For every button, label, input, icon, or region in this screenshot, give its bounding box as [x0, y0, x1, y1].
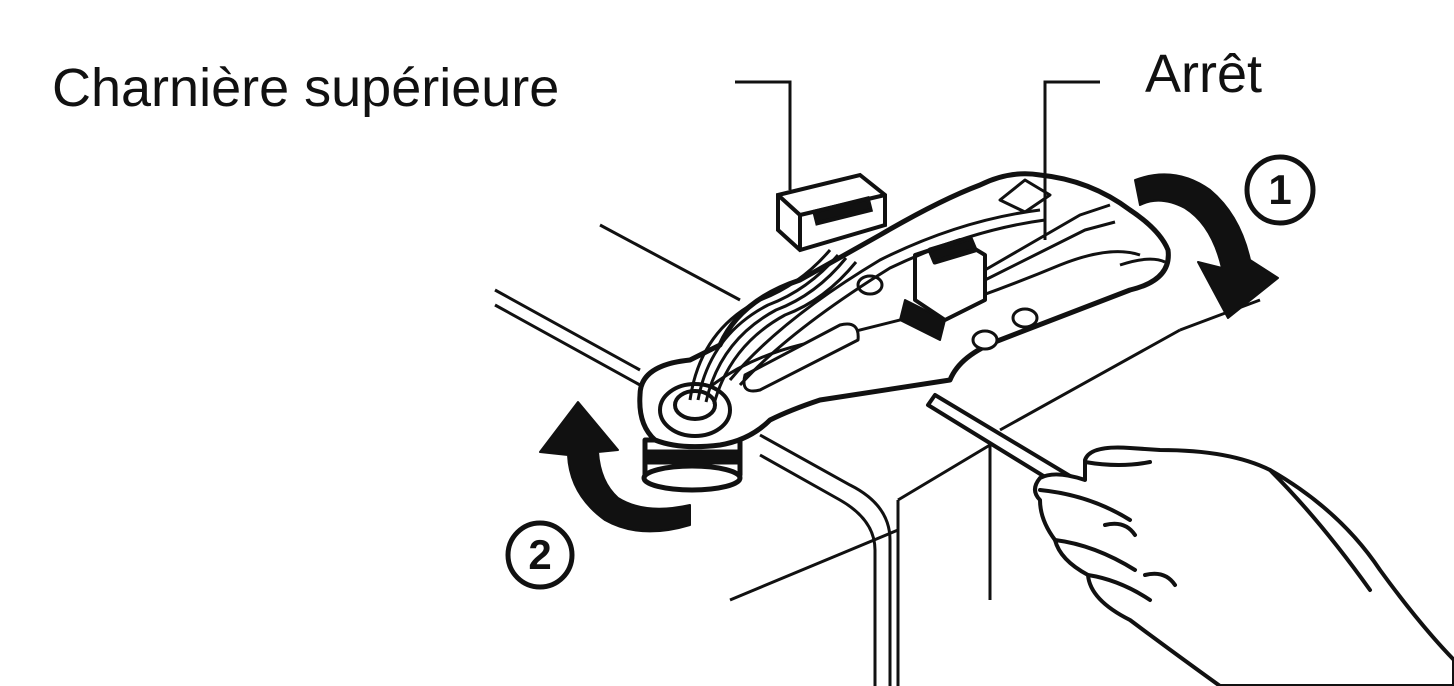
stop-label: Arrêt [1145, 44, 1262, 104]
wire-harness [688, 208, 1046, 405]
step-2-number: 2 [528, 531, 551, 578]
label-leaders [735, 80, 1100, 240]
step-2-marker: 2 [505, 520, 575, 590]
upper-hinge-leader [735, 80, 792, 190]
upper-hinge [637, 171, 1171, 493]
stop-leader [1043, 80, 1100, 240]
wire-connector [776, 172, 887, 253]
upper-hinge-label: Charnière supérieure [52, 58, 559, 118]
curved-arrow-up-icon [539, 401, 691, 533]
curved-arrow-down-icon [1134, 173, 1279, 319]
cabinet-outline [494, 223, 1261, 686]
step-1-marker: 1 [1244, 154, 1316, 226]
step-1-number: 1 [1268, 166, 1291, 213]
hand-icon [1033, 445, 1454, 686]
